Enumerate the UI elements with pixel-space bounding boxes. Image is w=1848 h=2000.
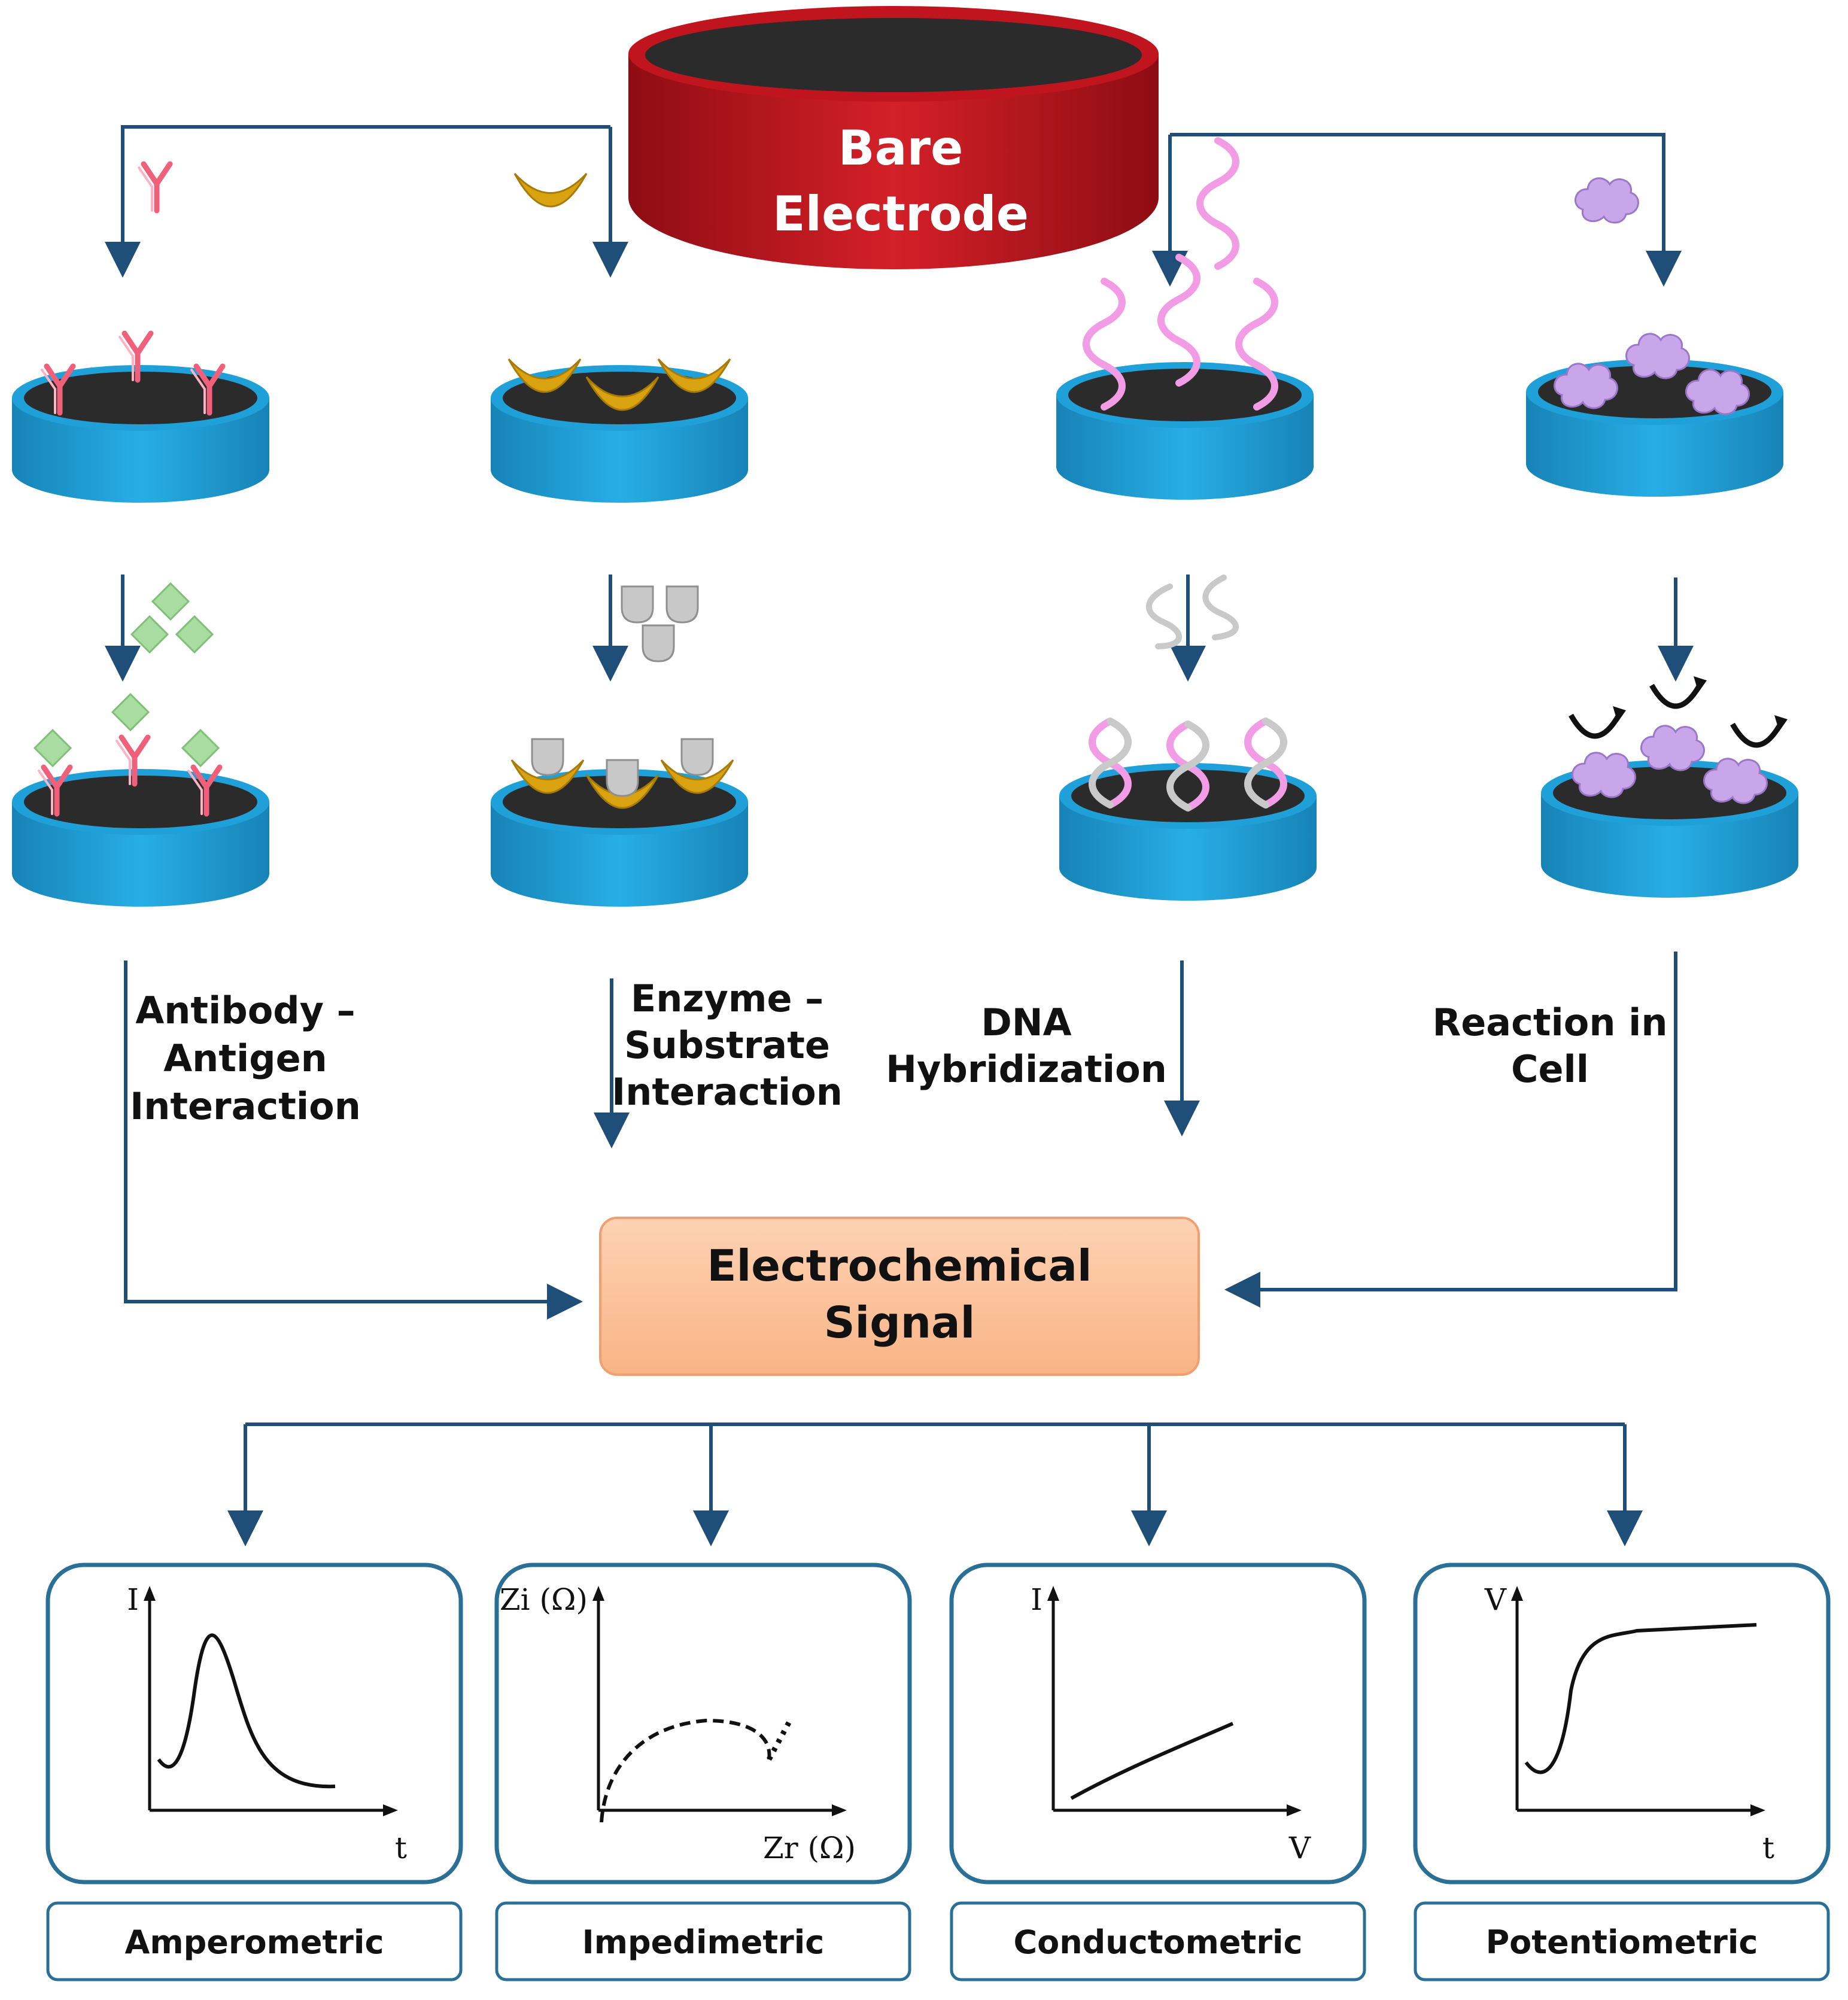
electrochemical-signal-box: Electrochemical Signal (599, 1217, 1200, 1376)
x-axis-label: Zr (Ω) (763, 1831, 856, 1865)
y-axis-label: V (1484, 1582, 1507, 1617)
label-enzyme-substrate: Enzyme – Substrate Interaction (612, 977, 843, 1114)
ssdna-icon (1200, 141, 1236, 266)
method-label: Conductometric (1013, 1923, 1302, 1961)
method-label-box (495, 1901, 911, 1981)
graph-axes (597, 1592, 838, 1812)
signal-label-line1: Electrochemical (707, 1241, 1092, 1291)
antigen-icons (130, 582, 214, 654)
label-antibody-antigen: Antibody – Antigen Interaction (130, 989, 361, 1128)
label-dna-hybridization: DNA Hybridization (886, 1001, 1167, 1091)
svg-text:Interaction: Interaction (612, 1070, 843, 1114)
method-label-box (46, 1901, 463, 1981)
svg-text:Reaction in: Reaction in (1433, 1001, 1668, 1044)
y-axis-label: I (1031, 1582, 1042, 1617)
x-axis-label: t (395, 1831, 407, 1865)
electrode-label-line2: Electrode (773, 186, 1029, 242)
svg-text:Enzyme –: Enzyme – (631, 977, 823, 1020)
method-label-box (1414, 1901, 1830, 1981)
substrate-icons (621, 585, 699, 662)
electrode-enzyme-modified (491, 358, 748, 503)
y-axis-label: I (127, 1582, 139, 1617)
complementary-dna-icons (1145, 575, 1239, 649)
svg-text:Cell: Cell (1511, 1047, 1589, 1091)
method-label: Impedimetric (582, 1923, 825, 1961)
signal-curve (1524, 1623, 1757, 1774)
electrode-antibody-modified (12, 333, 269, 503)
signal-flow-arrows (124, 952, 1677, 1320)
svg-text:Antibody –: Antibody – (135, 989, 355, 1032)
electrode-antibody-antigen (12, 693, 269, 907)
electrode-dna-modified (1056, 257, 1314, 500)
electrode-enzyme-substrate (491, 738, 748, 907)
method-panel-impedimetric: Zi (Ω) Zr (Ω) Impedimetric (494, 1563, 912, 1981)
antibody-icon (139, 164, 170, 211)
electrode-cell-reaction (1541, 676, 1798, 898)
svg-text:Hybridization: Hybridization (886, 1047, 1167, 1091)
enzyme-icon (513, 172, 588, 208)
graph-axes (1515, 1592, 1756, 1812)
graph-axes (1051, 1592, 1293, 1812)
method-label: Potentiometric (1486, 1923, 1758, 1961)
electrode-dna-hybridized (1059, 721, 1317, 901)
electrode-cell-modified (1526, 333, 1783, 497)
signal-curve-tail (767, 1719, 792, 1761)
label-cell-reaction: Reaction in Cell (1433, 1001, 1668, 1091)
top-flow-arrows (105, 125, 1682, 287)
method-label: Amperometric (125, 1923, 384, 1961)
method-flow-arrows (227, 1423, 1643, 1546)
x-axis-label: V (1288, 1831, 1311, 1865)
signal-label-line2: Signal (824, 1297, 975, 1348)
bare-electrode: Bare Electrode (628, 6, 1159, 269)
signal-curve (157, 1633, 336, 1789)
svg-text:Substrate: Substrate (624, 1023, 830, 1067)
svg-text:Antigen: Antigen (163, 1037, 327, 1080)
graph-axes (148, 1592, 389, 1812)
signal-curve (600, 1718, 771, 1823)
method-label-box (950, 1901, 1366, 1981)
y-axis-label: Zi (Ω) (500, 1582, 588, 1617)
electrode-label-line1: Bare (838, 120, 963, 176)
cell-icon (1575, 177, 1639, 224)
method-panel-conductometric: I V Conductometric (949, 1563, 1367, 1981)
signal-curve (1070, 1722, 1234, 1800)
svg-text:DNA: DNA (981, 1001, 1071, 1044)
x-axis-label: t (1762, 1831, 1774, 1865)
svg-text:Interaction: Interaction (130, 1084, 361, 1128)
